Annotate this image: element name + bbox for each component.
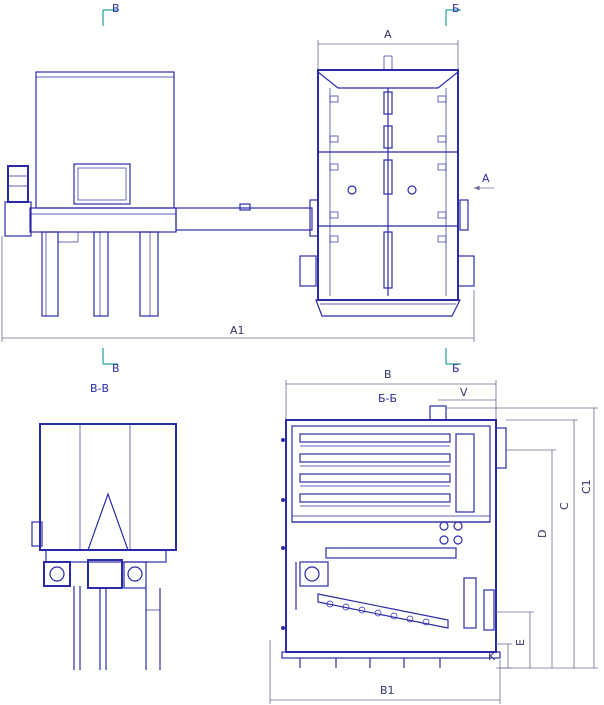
dimension-a1: A1 <box>1 236 475 342</box>
flue-outlet <box>429 405 447 421</box>
dimension-a: A <box>317 28 459 70</box>
auger-body <box>87 559 123 589</box>
heat-exchanger-tubes <box>299 433 475 513</box>
motor <box>7 165 29 203</box>
hopper-legs <box>41 231 159 317</box>
section-mark-v-label: В <box>112 2 120 15</box>
side-view: В Б A <box>1 2 494 342</box>
section-mark-b-label: Б <box>452 2 460 15</box>
section-bb: Б-Б B V <box>269 368 598 704</box>
gearbox <box>4 201 32 237</box>
section-bb-title: Б-Б <box>378 392 397 405</box>
dimension-e: E <box>494 611 534 668</box>
dimension-b: B <box>285 368 497 420</box>
peephole <box>407 185 417 195</box>
fuel-hopper <box>35 71 175 209</box>
dimension-d-label: D <box>536 530 549 538</box>
dimension-k-label: K <box>488 650 496 663</box>
peephole <box>347 185 357 195</box>
section-vv-title: В-В <box>90 382 109 395</box>
view-arrow-a-label: A <box>482 172 490 185</box>
dimension-c: C <box>506 419 578 668</box>
section-mark-b-top: Б <box>445 2 461 26</box>
dimension-a-label: A <box>384 28 392 41</box>
auger-end-left <box>43 561 71 587</box>
dimension-v-label: V <box>460 386 468 399</box>
section-vv: В-В <box>31 382 177 670</box>
door-handle <box>383 159 393 195</box>
section-mark-v-bottom: В <box>102 348 120 375</box>
dimension-b-label: B <box>384 368 392 381</box>
hopper-cone <box>87 492 129 551</box>
feed-flange <box>309 199 319 237</box>
hopper-hatch <box>73 163 131 205</box>
grate <box>317 593 449 629</box>
baffle <box>325 547 457 559</box>
dimension-c-label: C <box>558 502 571 510</box>
section-mark-v-top: В <box>102 2 120 26</box>
dimension-b1-label: B1 <box>380 684 395 697</box>
dimension-c1-label: C1 <box>580 479 593 494</box>
hopper-section <box>39 423 177 551</box>
boiler-base <box>315 299 461 317</box>
section-mark-b-bottom: Б <box>445 348 461 375</box>
dimension-e-label: E <box>514 639 527 646</box>
boiler-front <box>299 55 475 317</box>
door-handle <box>383 91 393 115</box>
dimension-a1-label: A1 <box>230 324 245 337</box>
dimension-b1: B1 <box>269 640 501 704</box>
auger-housing <box>29 207 177 233</box>
feed-tube <box>175 207 313 231</box>
section-mark-v-bottom-label: В <box>112 362 120 375</box>
section-mark-b-bottom-label: Б <box>452 362 460 375</box>
burner <box>299 561 329 587</box>
dimension-c1: C1 <box>446 407 598 668</box>
door-handle <box>383 125 393 149</box>
grate-holes <box>326 600 430 626</box>
feed-tube-nozzle <box>239 203 251 211</box>
dimension-v: V <box>438 386 496 401</box>
door-handle <box>383 231 393 289</box>
dimension-d: D <box>506 449 556 668</box>
view-arrow-a: A <box>474 172 494 191</box>
